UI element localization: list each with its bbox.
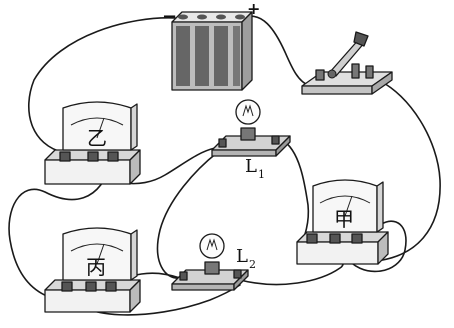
battery-cell: [176, 26, 190, 86]
wires: [8, 15, 441, 316]
battery-negative-sign: −: [162, 6, 177, 27]
wire-yi-to-bing: [8, 159, 113, 299]
meter-terminal: [85, 281, 97, 292]
meter-yi-label: 乙: [87, 126, 107, 150]
meter-terminal: [351, 233, 363, 244]
meter-terminal: [329, 233, 341, 244]
meter-jia-label: 甲: [334, 207, 354, 231]
meter-jia: 甲: [296, 179, 389, 265]
wire-l1-to-l2: [156, 151, 219, 279]
battery-cell: [233, 26, 240, 86]
meter-terminal: [87, 151, 99, 162]
battery: − +: [162, 0, 260, 91]
lamp-l2: L 2: [171, 233, 256, 291]
lamp-l1: L 1: [211, 99, 291, 181]
meter-terminal: [306, 233, 318, 244]
wire-battery-neg-to-yi: [27, 17, 176, 154]
battery-cell: [214, 26, 228, 86]
meter-terminal: [105, 281, 117, 292]
meter-bing-label: 丙: [86, 255, 106, 279]
knife-switch: [301, 31, 393, 95]
battery-positive-sign: +: [247, 0, 260, 18]
battery-cell: [195, 26, 209, 86]
meter-bing: 丙: [44, 227, 141, 313]
wire-battery-pos-to-switch: [242, 15, 311, 87]
lamp-l2-label: L: [236, 246, 248, 267]
wire-jia-loop: [344, 220, 407, 273]
lamp-l1-label: L: [245, 156, 257, 177]
meter-terminal: [59, 151, 71, 162]
meter-terminal: [107, 151, 119, 162]
meter-yi: 乙: [44, 101, 141, 185]
lamp-l2-subscript: 2: [249, 258, 256, 271]
meter-terminal: [61, 281, 73, 292]
lamp-l1-subscript: 1: [258, 168, 265, 181]
wire-l1-to-jia: [281, 139, 310, 249]
